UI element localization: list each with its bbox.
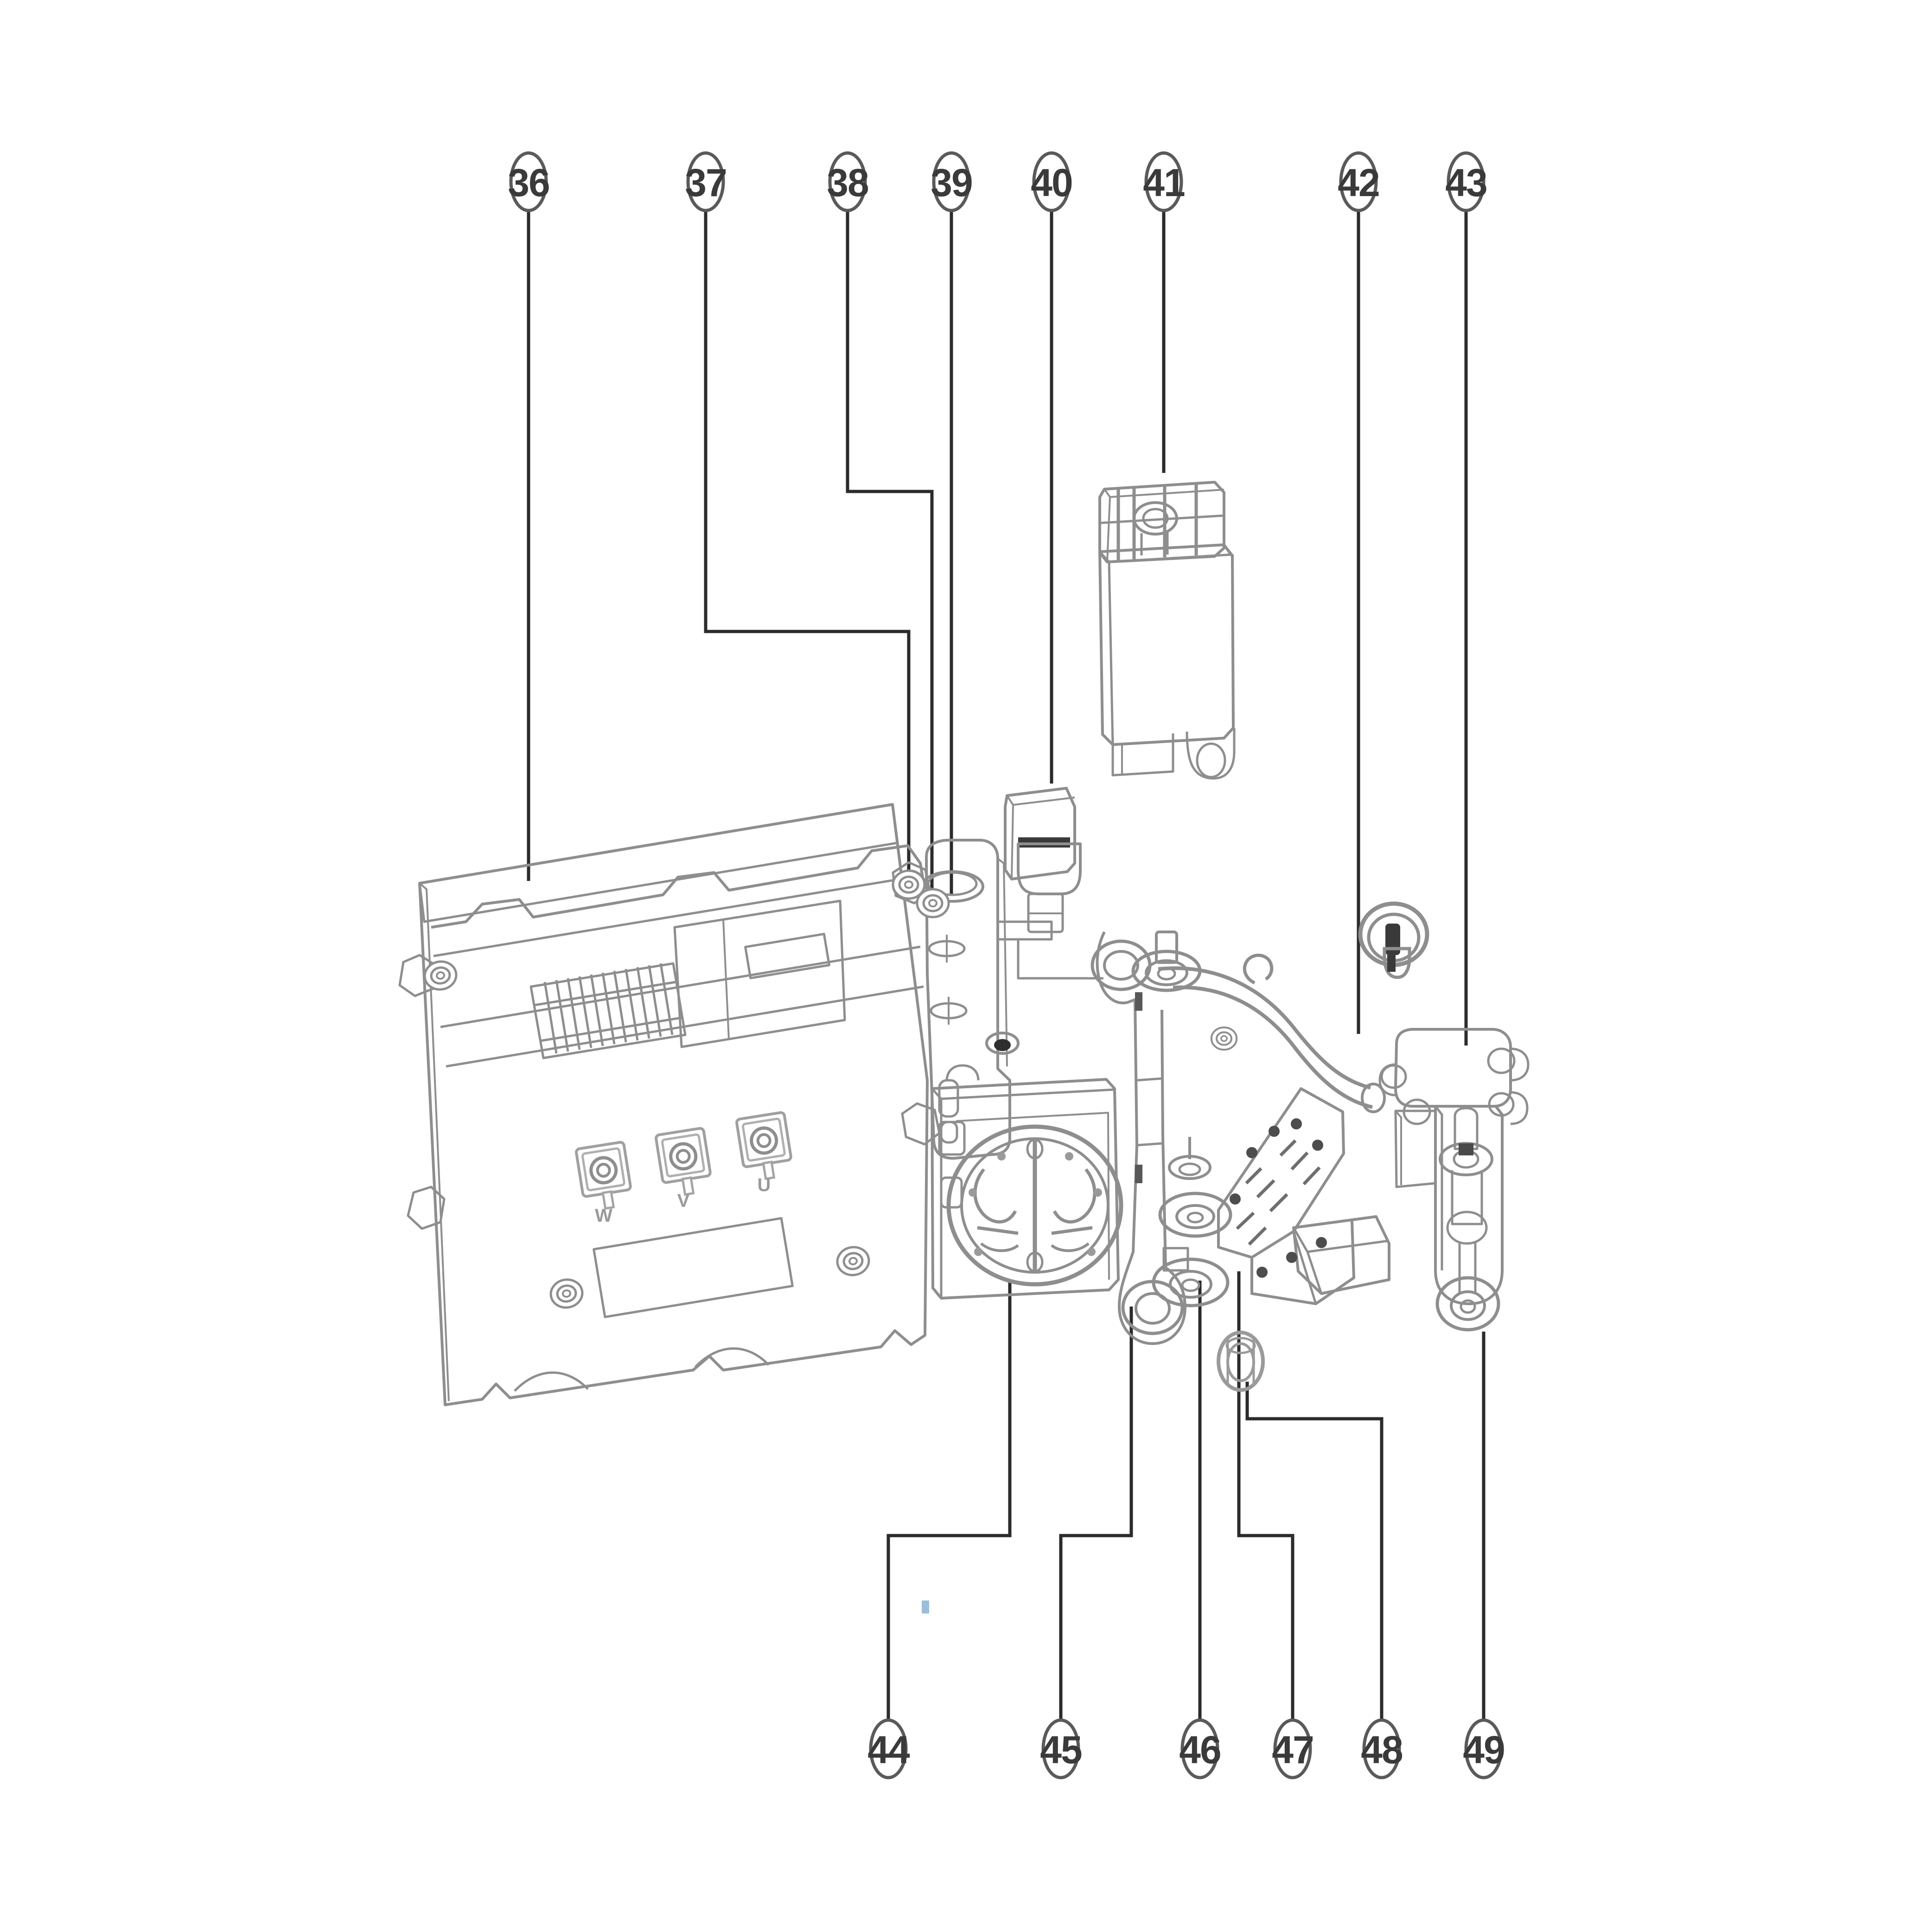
callout-40-label: 40	[1031, 161, 1072, 204]
part-36-controller-housing	[398, 803, 941, 1406]
callout-47[interactable]: 47	[1272, 1718, 1314, 1779]
part-42-sensor-grommet	[1358, 901, 1429, 979]
callout-39-label: 39	[931, 161, 972, 204]
leader-48	[1245, 1382, 1384, 1721]
callout-44[interactable]: 44	[867, 1718, 911, 1779]
callout-39[interactable]: 39	[931, 151, 973, 212]
callout-42[interactable]: 42	[1338, 151, 1380, 212]
callout-44-label: 44	[867, 1728, 910, 1772]
callout-40[interactable]: 40	[1031, 151, 1073, 212]
part-48-bushing-spacer	[1217, 1331, 1265, 1392]
leader-47	[1237, 1271, 1294, 1721]
terminal-label-v: V	[677, 1191, 690, 1211]
callout-48[interactable]: 48	[1361, 1718, 1403, 1779]
callout-38[interactable]: 38	[827, 151, 869, 212]
terminal-label-u: U	[758, 1175, 771, 1195]
callout-48-label: 48	[1361, 1728, 1403, 1772]
leader-45	[1059, 1307, 1133, 1721]
callout-41-label: 41	[1143, 161, 1185, 204]
part-46-linkage-pivot-bolts	[1131, 931, 1232, 1307]
terminal-label-w: W	[595, 1205, 612, 1226]
leader-37	[704, 210, 911, 872]
callout-41[interactable]: 41	[1143, 151, 1186, 212]
part-44-rotary-dial-assembly	[931, 1064, 1123, 1300]
small-bolt-detail	[1211, 1027, 1237, 1050]
callout-37-label: 37	[685, 161, 726, 204]
part-43-actuator-assembly	[1378, 1028, 1530, 1332]
leader-lines-bottom	[886, 1271, 1486, 1721]
ribbon-connector	[529, 962, 687, 1059]
callout-36-label: 36	[508, 161, 549, 204]
callout-45[interactable]: 45	[1040, 1718, 1083, 1779]
callout-43[interactable]: 43	[1445, 151, 1488, 212]
callout-42-label: 42	[1338, 161, 1379, 204]
callout-38-label: 38	[827, 161, 868, 204]
callout-37[interactable]: 37	[685, 151, 727, 212]
callout-49[interactable]: 49	[1463, 1718, 1505, 1779]
callout-36[interactable]: 36	[508, 151, 550, 212]
leader-38	[846, 210, 934, 895]
callout-43-label: 43	[1445, 161, 1486, 204]
callout-45-label: 45	[1040, 1728, 1082, 1772]
part-47-wiring-harness	[1158, 953, 1390, 1305]
callout-46[interactable]: 46	[1179, 1718, 1222, 1779]
callout-49-label: 49	[1463, 1728, 1504, 1772]
leader-lines-top	[527, 210, 1468, 1046]
part-41-relay-module	[1098, 481, 1236, 780]
scan-speck	[922, 1600, 929, 1613]
callout-46-label: 46	[1179, 1728, 1220, 1772]
leader-44	[886, 1282, 1012, 1721]
part-40-connector-block	[1004, 787, 1082, 933]
callout-47-label: 47	[1272, 1728, 1313, 1772]
